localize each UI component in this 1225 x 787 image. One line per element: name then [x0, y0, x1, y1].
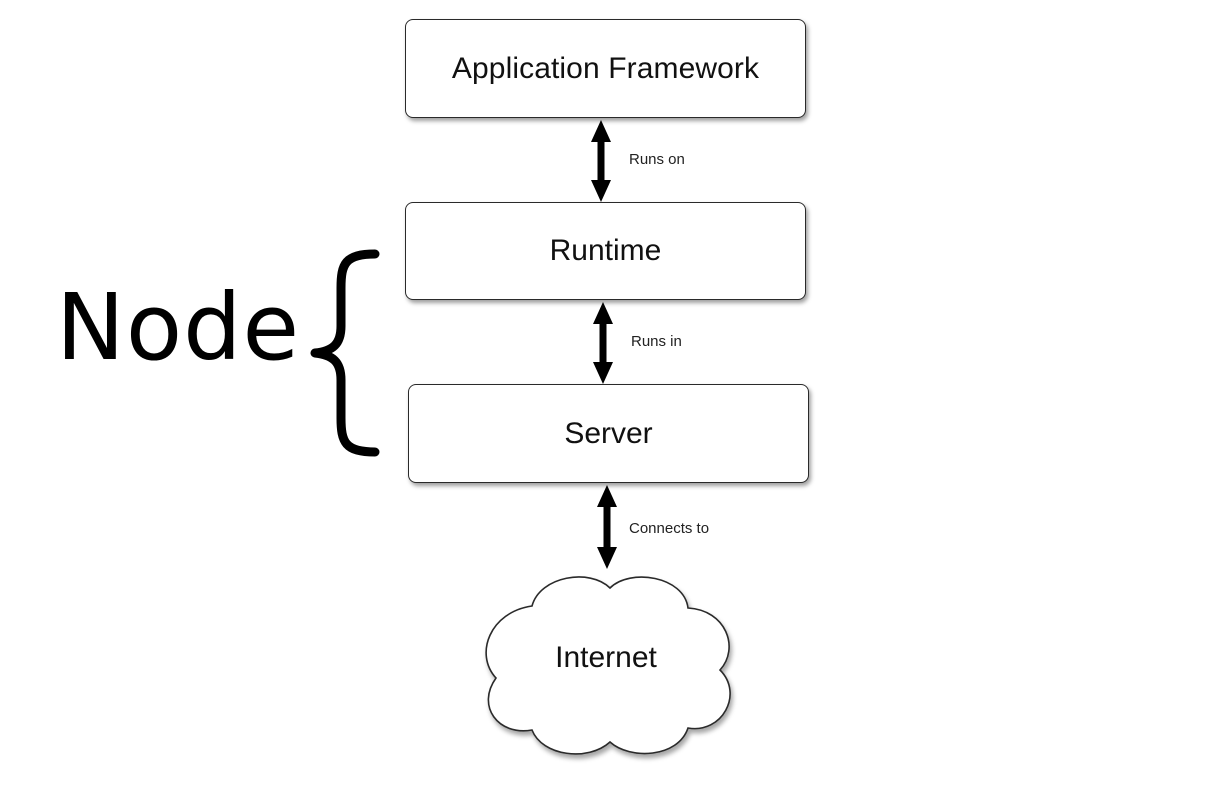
edge-label-runs-on: Runs on: [629, 151, 685, 168]
box-application-framework: Application Framework: [405, 19, 806, 118]
box-label-server: Server: [564, 416, 653, 450]
cloud-icon: [485, 576, 731, 755]
double-headed-arrow-icon: [591, 120, 611, 202]
curly-brace-icon: [310, 249, 380, 457]
double-headed-arrow-icon: [597, 485, 617, 569]
edge-label-runs-in: Runs in: [631, 333, 682, 350]
double-headed-arrow-icon: [593, 302, 613, 384]
box-label-application-framework: Application Framework: [451, 51, 760, 85]
edge-label-connects-to: Connects to: [629, 520, 710, 537]
cloud-label-internet: Internet: [555, 641, 657, 674]
box-server: Server: [408, 384, 809, 483]
box-runtime: Runtime: [405, 202, 806, 300]
box-label-runtime: Runtime: [549, 234, 662, 267]
group-label-node: Node: [56, 274, 301, 381]
